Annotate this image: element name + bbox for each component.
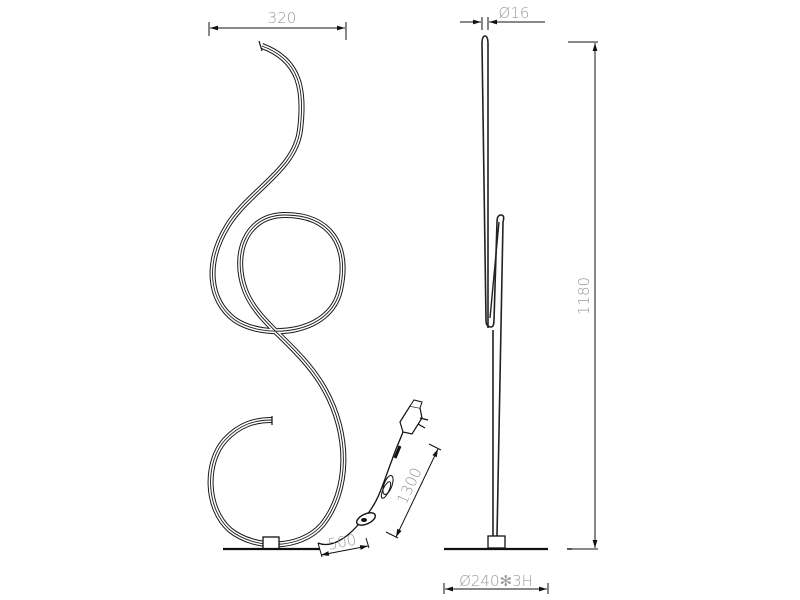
side-base-joint <box>487 535 506 549</box>
width-dimension: 320 <box>208 9 347 40</box>
width-label: 320 <box>268 9 297 27</box>
lamp-body-curve <box>207 40 347 548</box>
base-label: Ø240✻3H <box>459 572 533 590</box>
switch-cable-label: 500 <box>326 531 358 554</box>
power-cable <box>317 431 404 546</box>
loop-segment <box>489 221 500 319</box>
switch-cable-dimension: 500 <box>317 531 370 558</box>
height-label: 1180 <box>575 277 593 315</box>
side-view: Ø16 1180 Ø240✻3H <box>443 4 598 594</box>
plug-adapter <box>399 399 429 435</box>
plug-cable-dimension: 1300 <box>385 443 442 539</box>
inline-switch <box>355 512 377 526</box>
base-dimension: Ø240✻3H <box>443 572 549 594</box>
front-view: 320 <box>207 9 442 558</box>
height-dimension: 1180 <box>568 41 598 550</box>
tube-diameter-dimension: Ø16 <box>460 4 545 30</box>
vertical-tube <box>481 35 505 537</box>
base-joint <box>262 536 280 550</box>
tube-diameter-label: Ø16 <box>499 4 530 22</box>
